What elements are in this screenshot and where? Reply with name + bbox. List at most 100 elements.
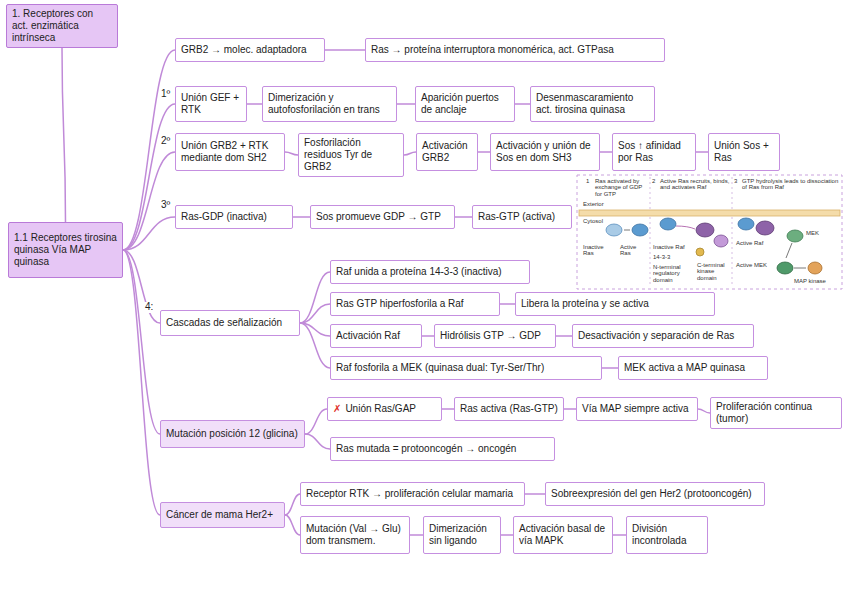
branch-connector xyxy=(564,408,576,410)
branch-connector xyxy=(123,250,160,434)
node-text: Unión Sos + Ras xyxy=(714,140,774,164)
concept-box: Sobreexpresión del gen Her2 (protooncogé… xyxy=(545,482,765,506)
branch-connector xyxy=(422,335,434,337)
concept-box: Fosforilación residuos Tyr de GRB2 xyxy=(298,133,404,177)
concept-box: ✗ Unión Ras/GAP xyxy=(327,397,442,421)
node-text: Proliferación continua (tumor) xyxy=(716,401,836,425)
branch-connector xyxy=(300,323,330,368)
step-number: 4: xyxy=(144,302,154,313)
node-text: División incontrolada xyxy=(632,523,702,547)
node-text: Raf fosforila a MEK (quinasa dual: Tyr-S… xyxy=(336,362,544,374)
figure-label: Active Ras xyxy=(620,244,648,257)
step-number: 1º xyxy=(160,89,171,100)
step-number: 3º xyxy=(160,200,171,211)
node-text: Ras → proteína interruptora monomérica, … xyxy=(371,44,614,56)
raf-kinase-domain xyxy=(714,235,728,247)
concept-box: Desactivación y separación de Ras xyxy=(572,324,754,348)
node-text: Sos promueve GDP → GTP xyxy=(316,211,441,223)
branch-connector xyxy=(478,151,490,153)
node-text: Unión GEF + RTK xyxy=(181,92,241,116)
branch-connector xyxy=(455,216,472,218)
ras-protein xyxy=(632,224,648,236)
concept-box: Ras-GDP (inactiva) xyxy=(175,205,293,229)
node-text: Activación y unión de Sos en dom SH3 xyxy=(496,140,594,164)
figure-label: Exterior xyxy=(583,201,613,207)
concept-box: Unión GEF + RTK xyxy=(175,86,247,122)
node-text: Fosforilación residuos Tyr de GRB2 xyxy=(304,137,398,173)
concept-box: Cáncer de mama Her2+ xyxy=(160,502,285,528)
concept-box: Libera la proteína y se activa xyxy=(515,292,715,316)
topic-box: 1. Receptores con act. enzimática intrín… xyxy=(6,4,118,48)
panel-divider xyxy=(650,177,651,287)
branch-connector xyxy=(613,534,626,536)
branch-connector xyxy=(442,408,454,410)
node-text: Hidrólisis GTP → GDP xyxy=(440,330,541,342)
branch-connector xyxy=(247,103,262,105)
small-arrow xyxy=(786,243,792,258)
node-text: Unión Ras/GAP xyxy=(345,403,416,415)
figure-label: Active MEK xyxy=(736,262,772,268)
node-text: Cáncer de mama Her2+ xyxy=(166,509,273,521)
figure-label: C-terminal kinase domain xyxy=(697,262,730,281)
raf-protein xyxy=(696,223,714,237)
concept-box: Ras-GTP (activa) xyxy=(472,205,572,229)
node-text: Ras-GDP (inactiva) xyxy=(181,211,267,223)
concept-box: Raf fosforila a MEK (quinasa dual: Tyr-S… xyxy=(330,356,602,380)
node-text: Unión GRB2 + RTK mediante dom SH2 xyxy=(181,140,279,164)
branch-connector xyxy=(305,434,330,449)
branch-connector xyxy=(397,103,415,105)
node-text: Sos ↑ afinidad por Ras xyxy=(618,140,690,164)
branch-connector xyxy=(285,494,300,515)
step-number: 2º xyxy=(160,136,171,147)
node-text: GRB2 → molec. adaptadora xyxy=(181,44,307,56)
node-text: Cascadas de señalización xyxy=(166,317,282,329)
concept-box: Proliferación continua (tumor) xyxy=(710,397,842,429)
node-text: 1.1 Receptores tirosina quinasa Vía MAP … xyxy=(14,232,117,268)
branch-connector xyxy=(500,303,515,305)
figure-label: Ras activated by exchange of GDP for GTP xyxy=(595,178,648,197)
cross-mark: ✗ xyxy=(333,403,341,415)
figure-label: Active Raf xyxy=(736,240,770,246)
ras-protein xyxy=(738,218,754,230)
concept-box: Unión GRB2 + RTK mediante dom SH2 xyxy=(175,133,285,171)
figure-label: 3 xyxy=(734,178,741,184)
concept-box: Cascadas de señalización xyxy=(160,310,300,336)
branch-connector xyxy=(300,304,330,323)
concept-box: Vía MAP siempre activa xyxy=(576,397,698,421)
small-arrow xyxy=(794,268,806,269)
branch-connector xyxy=(285,515,300,535)
node-text: Sobreexpresión del gen Her2 (protooncogé… xyxy=(551,488,752,500)
figure-label: MAP kinase xyxy=(794,278,838,284)
figure-label: Active Ras recruits, binds, and activate… xyxy=(660,178,730,191)
node-text: Vía MAP siempre activa xyxy=(582,403,689,415)
concept-box: MEK activa a MAP quinasa xyxy=(618,356,768,380)
figure-label: MEK xyxy=(806,230,826,236)
branch-connector xyxy=(325,49,365,51)
branch-connector xyxy=(696,151,708,153)
concept-box: Ras mutada = protooncogén → oncogén xyxy=(330,437,555,461)
branch-connector xyxy=(123,104,175,250)
mek-protein xyxy=(787,230,803,242)
node-text: 1. Receptores con act. enzimática intrín… xyxy=(12,8,112,44)
figure-frame xyxy=(577,175,842,289)
concept-box: Receptor RTK → proliferación celular mam… xyxy=(300,482,525,506)
node-text: Dimerización sin ligando xyxy=(429,523,495,547)
node-text: Ras activa (Ras-GTP) xyxy=(460,403,558,415)
figure-label: 1 xyxy=(586,178,594,184)
map-kinase xyxy=(808,262,822,274)
branch-connector xyxy=(515,103,530,105)
concept-box: Unión Sos + Ras xyxy=(708,133,780,171)
concept-box: Aparición puertos de anclaje xyxy=(415,86,515,122)
figure-label: 2 xyxy=(652,178,659,184)
concept-box: Ras GTP hiperfosforila a Raf xyxy=(330,292,500,316)
concept-box: Activación Raf xyxy=(330,324,422,348)
node-text: Ras GTP hiperfosforila a Raf xyxy=(336,298,464,310)
concept-box: Ras → proteína interruptora monomérica, … xyxy=(365,38,665,62)
small-arrow xyxy=(676,226,695,229)
node-text: Activación Raf xyxy=(336,330,400,342)
concept-box: Mutación (Val → Glu) dom transmem. xyxy=(300,516,410,554)
ras-protein xyxy=(606,224,622,236)
protein-14-3-3 xyxy=(696,248,704,256)
concept-box: Hidrólisis GTP → GDP xyxy=(434,324,556,348)
node-text: Ras mutada = protooncogén → oncogén xyxy=(336,443,516,455)
